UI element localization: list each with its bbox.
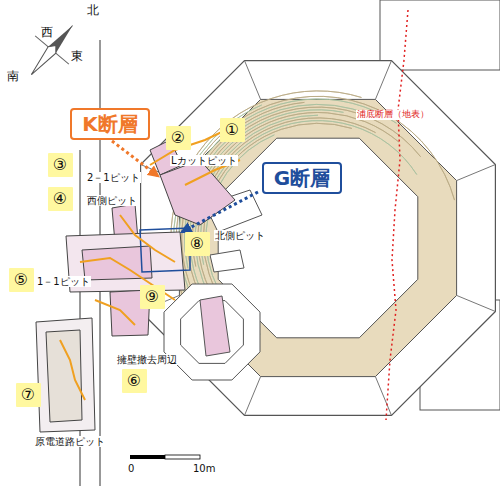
map-stroke (164, 284, 260, 380)
callout-number: ④ (48, 187, 73, 211)
map-stroke (182, 192, 258, 232)
map-stroke (60, 340, 85, 400)
compass-east: 東 (70, 50, 84, 63)
callout-number: ⑨ (140, 285, 165, 309)
pit-name: 2－1ピット (86, 172, 141, 183)
callout-text: ③ (53, 156, 67, 174)
map-stroke (160, 160, 235, 225)
pit-name: 1－1ピット (36, 276, 91, 287)
callout-text: ② (171, 129, 185, 147)
fault-name: K断層 (82, 113, 138, 135)
callout-number: ③ (48, 153, 73, 177)
map-stroke (36, 318, 95, 432)
map-stroke (200, 296, 230, 356)
map-stroke (210, 250, 244, 272)
map-stroke (140, 228, 190, 272)
map-stroke (112, 141, 158, 176)
callout-text: ⑦ (21, 386, 35, 404)
map-stroke (15, 11, 90, 88)
callout-text: ① (225, 121, 239, 139)
map-stroke (245, 61, 261, 100)
map-stroke (141, 61, 496, 416)
map-stroke (380, 0, 500, 70)
map-stroke (46, 330, 82, 422)
map-stroke (386, 10, 408, 420)
callout-text: ⑥ (127, 372, 141, 390)
fault-label-box: K断層 (70, 108, 150, 140)
fault-trace-label: 浦底断層（地表） (356, 110, 430, 120)
map-stroke (28, 42, 60, 78)
map-stroke (130, 455, 165, 459)
callout-number: ① (220, 118, 245, 142)
area-name: 擁壁撤去周辺 (116, 354, 178, 365)
callout-text: ⑧ (190, 235, 204, 253)
callout-number: ⑦ (16, 383, 41, 407)
map-stroke (36, 40, 240, 486)
map-stroke (375, 61, 391, 100)
compass-west: 西 (40, 26, 54, 39)
compass-south: 南 (6, 70, 20, 83)
callout-text: ④ (53, 190, 67, 208)
map-stroke (375, 377, 391, 416)
map-stroke (457, 165, 496, 181)
callout-text: ⑨ (145, 288, 159, 306)
map-stroke (141, 0, 500, 415)
callout-number: ⑥ (122, 369, 147, 393)
pit-name: 西側ピット (86, 195, 138, 206)
map-stroke (179, 99, 456, 376)
scale-value: 10m (192, 463, 216, 474)
fault-label-box: G断層 (262, 162, 342, 194)
callout-number: ⑤ (9, 268, 34, 292)
pit-name: Lカットピット (170, 155, 238, 166)
callout-number: ② (166, 126, 191, 150)
pit-name: 原電道路ピット (34, 436, 106, 447)
pit-name: 北側ピット (214, 230, 266, 241)
map-stroke (457, 295, 496, 311)
fault-name: G断層 (274, 167, 330, 189)
map-stroke (130, 455, 200, 459)
callout-number: ⑧ (185, 232, 210, 256)
map-stroke (245, 377, 261, 416)
map-stroke (95, 300, 135, 325)
compass-north: 北 (86, 4, 100, 17)
callout-text: ⑤ (14, 271, 28, 289)
scale-value: 0 (127, 463, 135, 474)
map-stroke (165, 455, 200, 459)
map-stroke (120, 215, 175, 262)
